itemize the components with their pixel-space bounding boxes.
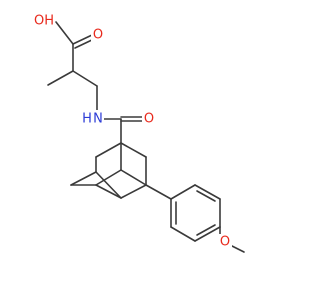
bond-a5-a9 xyxy=(95,171,122,199)
adamantane-bonds xyxy=(70,142,147,199)
bond-r4-r5-inner xyxy=(196,224,216,236)
bond-r4-r5 xyxy=(194,226,221,242)
acid-carbonyl-label-bg xyxy=(91,27,105,45)
bond-c1-o-double-b xyxy=(74,38,95,49)
bond-c2-methyl xyxy=(47,70,74,86)
bond-ada-phenyl xyxy=(145,184,172,200)
amide-bonds xyxy=(120,116,143,144)
bond-c1-oh xyxy=(55,21,74,45)
phenyl-ring-bonds xyxy=(170,184,221,242)
side-chain-bonds xyxy=(47,21,122,120)
bond-r1-r2 xyxy=(170,184,196,200)
atom-labels: OH O H N O O xyxy=(31,12,232,252)
amide-carbonyl-label-bg xyxy=(142,110,156,128)
bond-a1-a4 xyxy=(95,142,122,158)
bond-a5-a6 xyxy=(70,171,97,186)
amide-carbonyl-oxygen-label: O xyxy=(144,112,154,127)
methoxy-oxygen-label: O xyxy=(220,235,230,250)
bond-r2-r3-inner xyxy=(196,190,216,202)
bond-a7-a8 xyxy=(95,169,122,186)
acid-carbonyl-oxygen-label: O xyxy=(93,28,103,43)
hydroxyl-label-bg xyxy=(31,12,55,30)
bond-a1-a2 xyxy=(120,142,147,158)
bond-a9-a3 xyxy=(120,184,147,199)
amide-nh-label-bg xyxy=(83,110,104,128)
hydroxyl-label: OH xyxy=(34,14,54,29)
amide-nitrogen-label: N xyxy=(93,112,103,127)
bond-r2-r3 xyxy=(194,184,221,200)
methoxy-label-bg xyxy=(218,234,232,252)
bond-a7-a3 xyxy=(120,169,147,186)
bond-c2-c3 xyxy=(72,70,98,87)
bond-a8-a9 xyxy=(95,184,122,199)
amide-h-label: H xyxy=(82,112,92,127)
bond-c1-o-double-a xyxy=(72,34,93,45)
bond-r5-r6 xyxy=(170,226,196,242)
molecule-structure: OH O H N O O xyxy=(31,12,245,253)
bond-o-ch3 xyxy=(231,245,245,253)
